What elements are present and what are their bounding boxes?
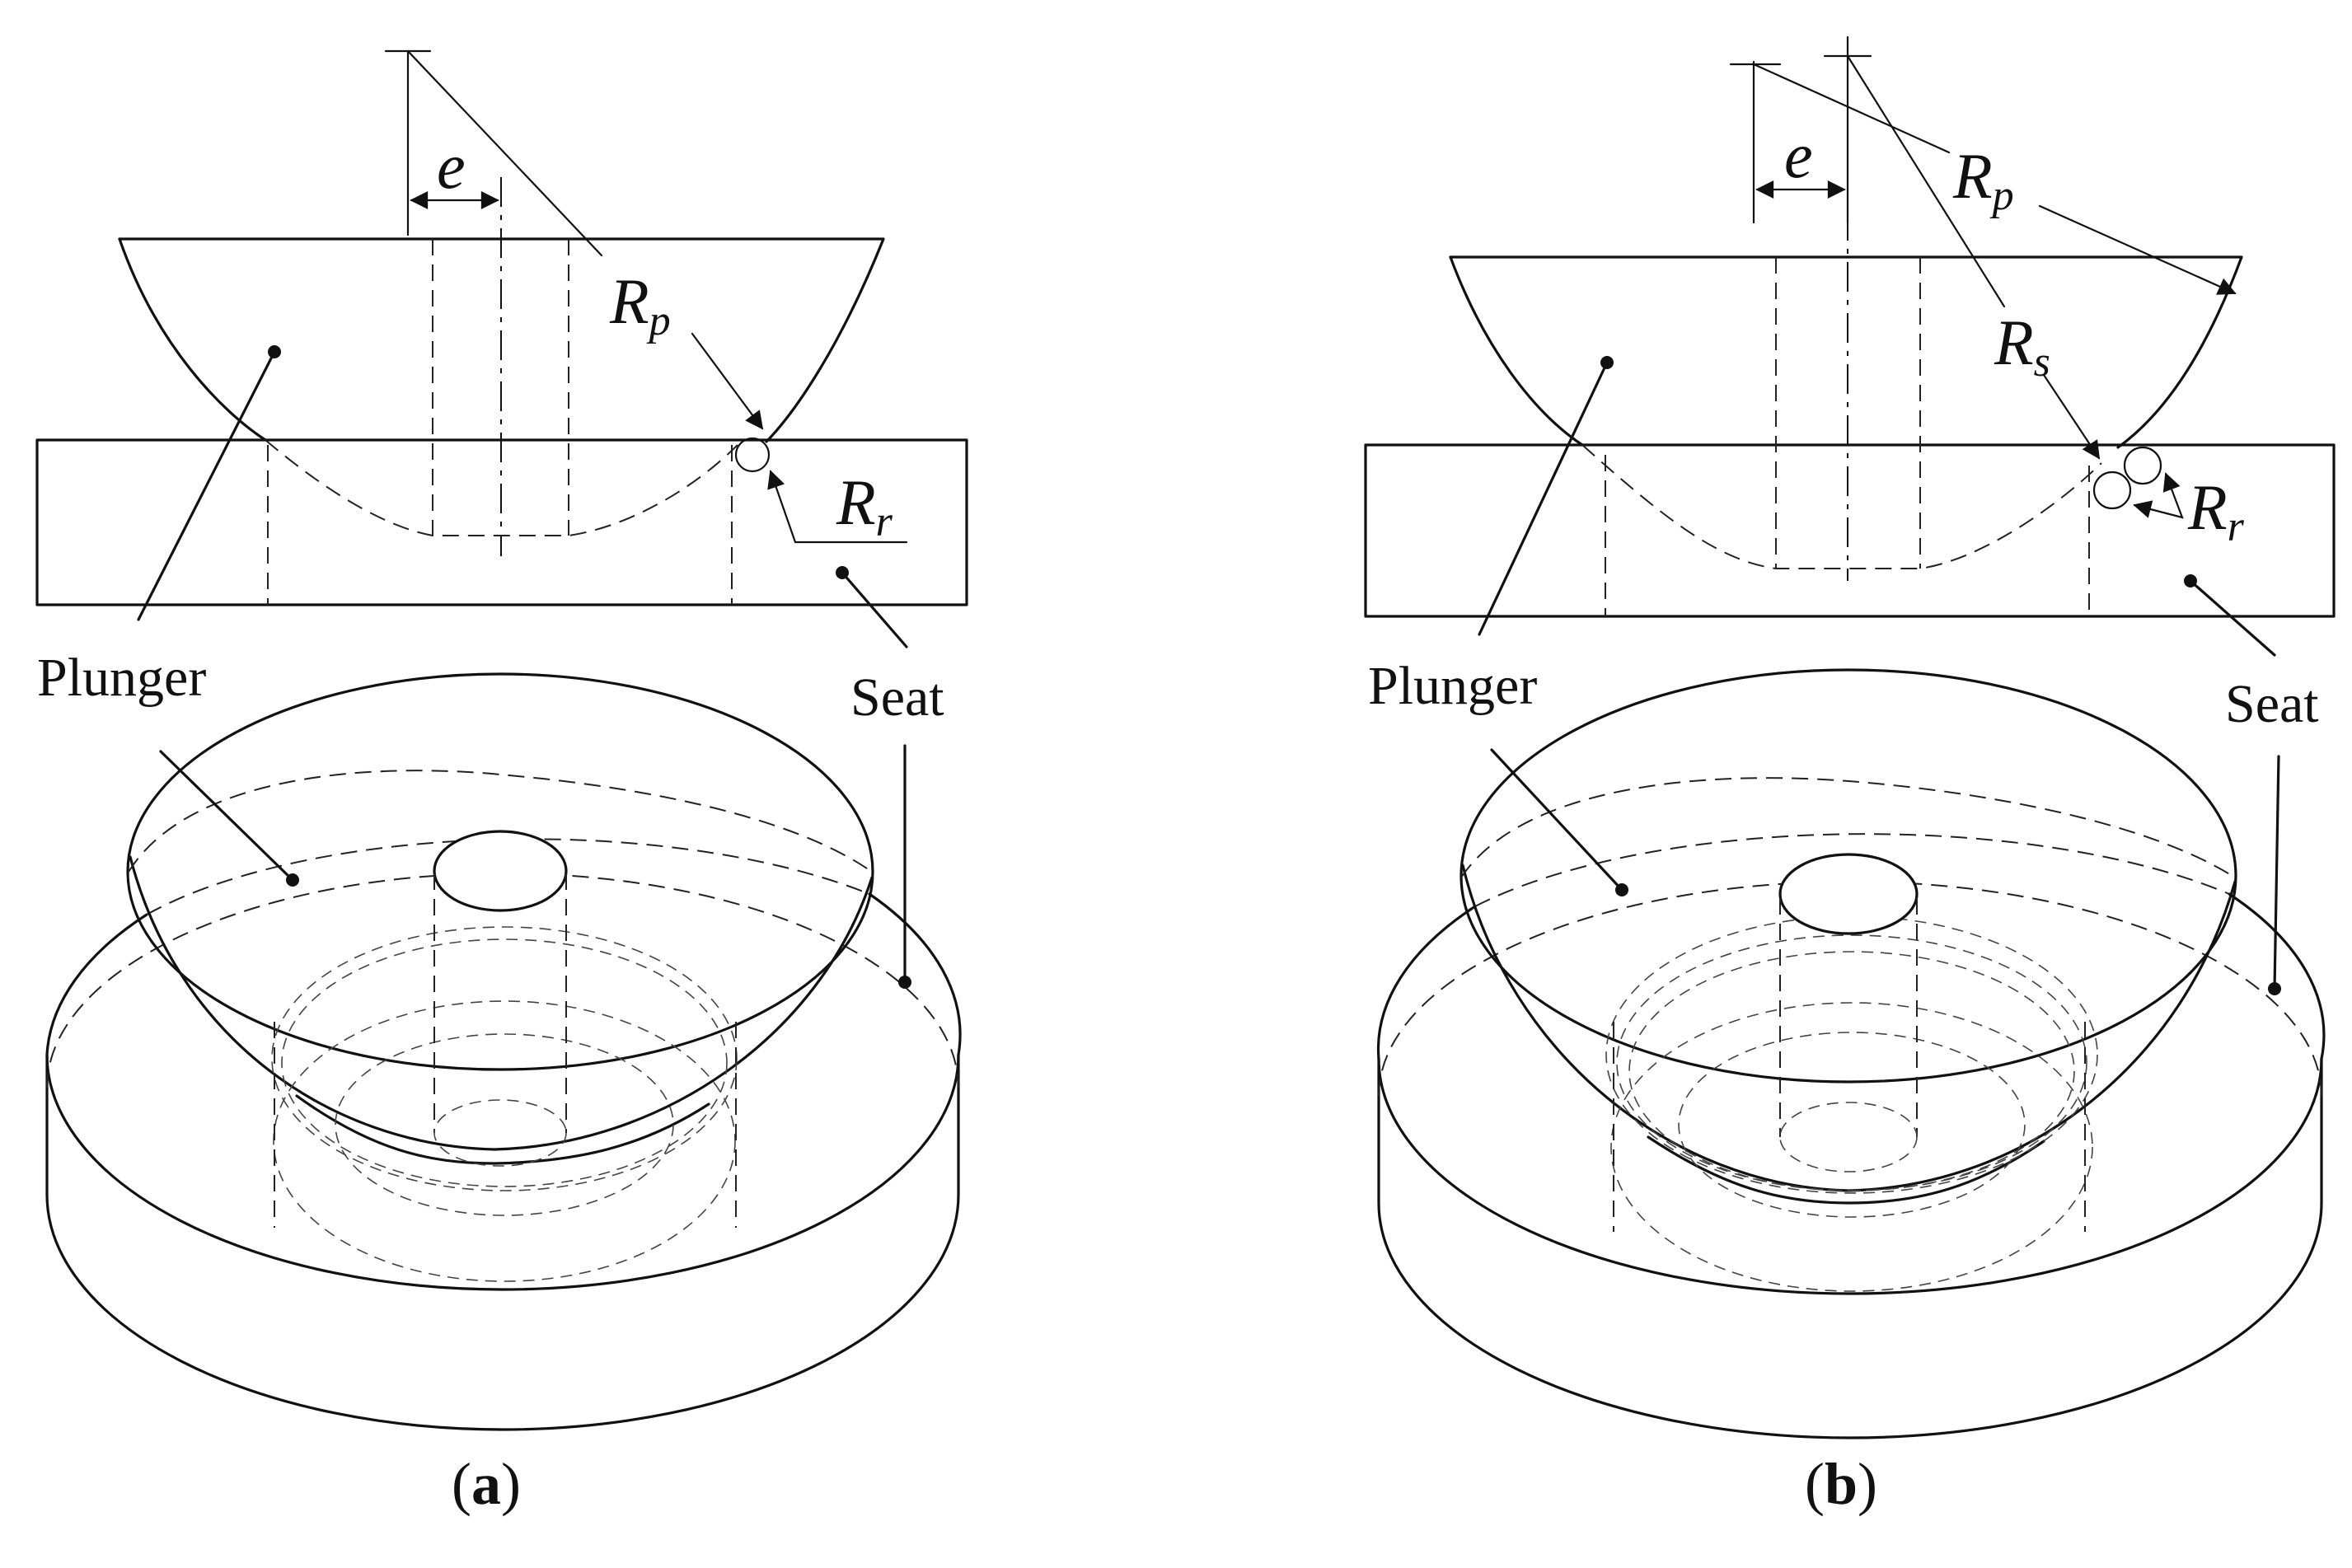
rp-label-b: Rp xyxy=(1952,140,2014,219)
rr-leader-b xyxy=(2133,472,2184,519)
plunger-section-a xyxy=(118,237,885,443)
plunger-label-b: Plunger xyxy=(1368,656,1537,716)
rs-label-b: Rs xyxy=(1994,307,2050,386)
seat-cylinder-a xyxy=(45,1053,960,1431)
plunger-bowl-a xyxy=(129,855,874,1151)
seat-cylinder-b xyxy=(1377,1057,2323,1439)
rr-leader-a xyxy=(767,470,908,544)
rr-label-a: Rr xyxy=(836,466,893,545)
rp-label-a: Rp xyxy=(609,265,671,344)
panel-b: Plunger Seat e Rp Rs Rr (b) xyxy=(1364,35,2336,1517)
contact-circle-b2 xyxy=(2123,446,2162,485)
panel-a: Plunger Seat e Rp Rr (a) xyxy=(35,49,968,1517)
rr-label-b: Rr xyxy=(2187,471,2245,550)
plunger-bore-a xyxy=(433,830,568,912)
plunger-rim-b xyxy=(1459,668,2237,1084)
rp-leader-b xyxy=(1752,63,1951,154)
contact-circle-b1 xyxy=(2092,470,2132,510)
rs-leader-b xyxy=(1846,54,2006,308)
caption-b: (b) xyxy=(1805,1451,1877,1517)
plunger-label-a: Plunger xyxy=(37,648,206,708)
seat-label-b: Seat xyxy=(2225,674,2319,734)
e-label-a: e xyxy=(437,130,466,202)
caption-a: (a) xyxy=(452,1451,521,1517)
seat-label-a: Seat xyxy=(850,667,944,728)
plunger-section-b xyxy=(1449,255,2243,449)
isometric-view-a xyxy=(45,672,962,1431)
section-view-a xyxy=(35,49,968,648)
plunger-rim-a xyxy=(126,672,874,1071)
seat-section-b xyxy=(1364,443,2336,618)
section-view-b xyxy=(1364,35,2336,657)
contact-circle-a xyxy=(734,437,771,473)
isometric-view-b xyxy=(1376,668,2326,1439)
e-label-b: e xyxy=(1784,119,1813,191)
plunger-bore-b xyxy=(1778,853,1919,935)
rp-leader-a xyxy=(406,49,603,257)
